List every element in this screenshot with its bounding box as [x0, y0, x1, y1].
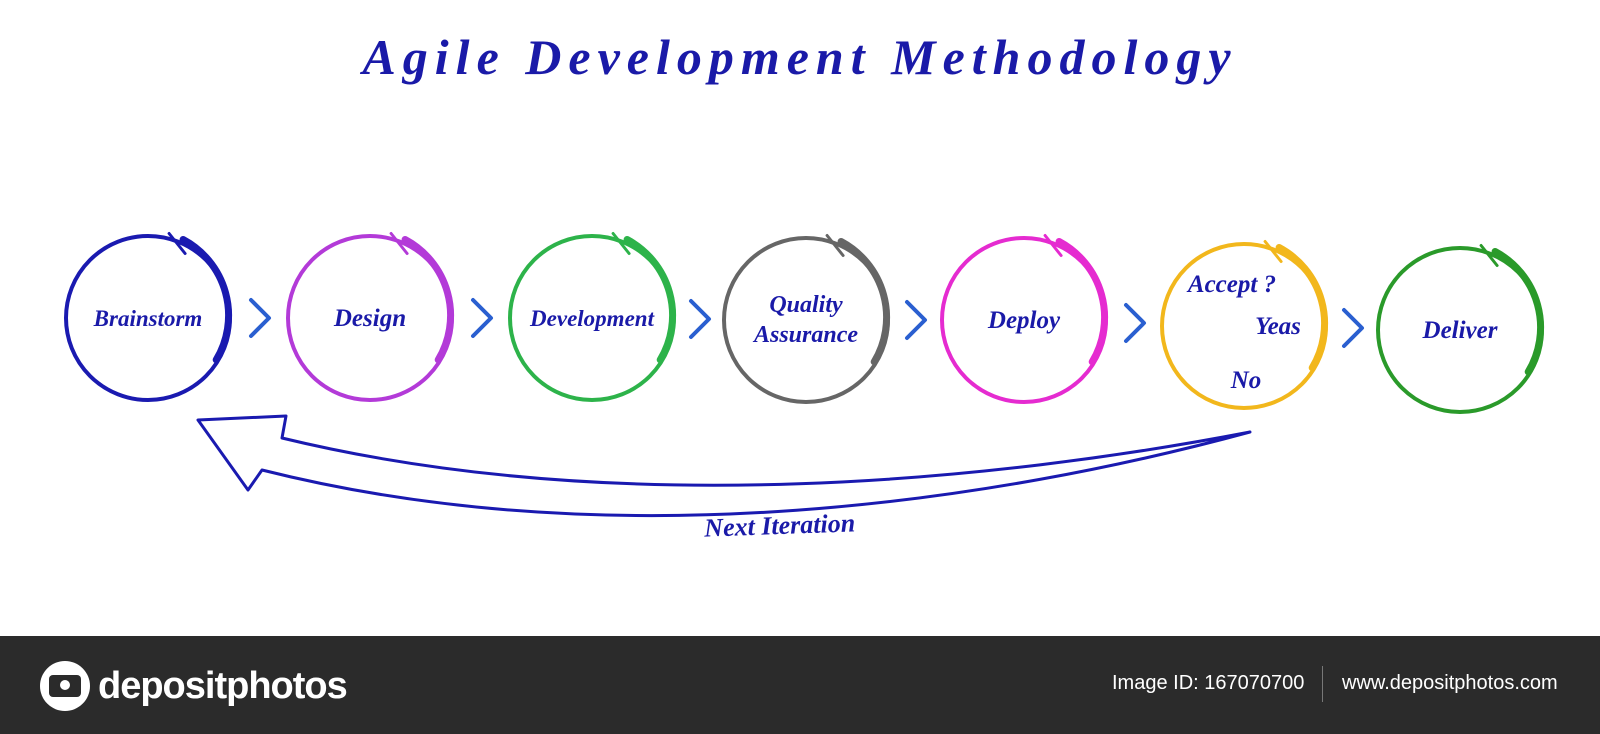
step-design-tick [389, 232, 409, 255]
step-quality-assurance-tick [825, 234, 845, 257]
step-quality-assurance-label-1: Assurance [752, 322, 858, 348]
camera-icon [40, 661, 90, 711]
diagram-title: Agile Development Methodology [362, 29, 1238, 85]
next-iteration-arrow [196, 414, 1252, 517]
flow-chevron-4 [905, 300, 927, 340]
step-accept-stroke [1275, 244, 1329, 372]
step-deploy-stroke [1055, 238, 1109, 366]
step-deploy: Deploy [940, 234, 1109, 404]
step-design-stroke [401, 236, 455, 364]
step-accept-label-0: Accept ? [1186, 271, 1276, 298]
step-deliver-stroke [1491, 248, 1545, 376]
next-iteration-label: Next Iteration [703, 508, 856, 542]
brand-name: depositphotos [98, 664, 348, 707]
watermark-footer: depositphotos Image ID: 167070700 www.de… [0, 636, 1600, 734]
step-brainstorm-stroke [179, 236, 233, 364]
step-accept-label-2: No [1230, 367, 1262, 394]
step-quality-assurance-label-0: Quality [769, 292, 843, 318]
step-quality-assurance-stroke [837, 238, 891, 366]
step-development: Development [508, 232, 677, 402]
step-deliver-tick [1479, 244, 1499, 267]
step-deliver: Deliver [1376, 244, 1545, 414]
step-accept-label-1: Yeas [1255, 313, 1301, 340]
step-design-label: Design [333, 305, 406, 332]
step-accept-tick [1263, 240, 1283, 263]
image-id-label: Image ID: 167070700 [1112, 672, 1305, 694]
step-deploy-tick [1043, 234, 1063, 257]
step-brainstorm-tick [167, 232, 187, 255]
agile-cycle-diagram: Brainstorm Design Development QualityAssura… [64, 232, 1545, 543]
step-deploy-label: Deploy [987, 307, 1061, 334]
flow-chevron-6 [1342, 308, 1364, 348]
step-brainstorm-label: Brainstorm [93, 306, 203, 331]
footer-divider [1322, 666, 1323, 702]
flow-chevron-2 [471, 298, 493, 338]
step-deliver-label: Deliver [1422, 317, 1498, 344]
step-development-stroke [623, 236, 677, 364]
flow-chevron-5 [1124, 303, 1146, 343]
site-url: www.depositphotos.com [1342, 672, 1558, 694]
step-design: Design [286, 232, 455, 402]
step-development-tick [611, 232, 631, 255]
step-development-label: Development [529, 306, 655, 331]
diagram-canvas: Agile Development Methodology Brainstorm… [64, 29, 1545, 543]
flow-chevron-3 [689, 299, 711, 339]
step-brainstorm: Brainstorm [64, 232, 233, 402]
brand-logo: depositphotos [40, 658, 348, 714]
flow-chevron-1 [249, 298, 271, 338]
